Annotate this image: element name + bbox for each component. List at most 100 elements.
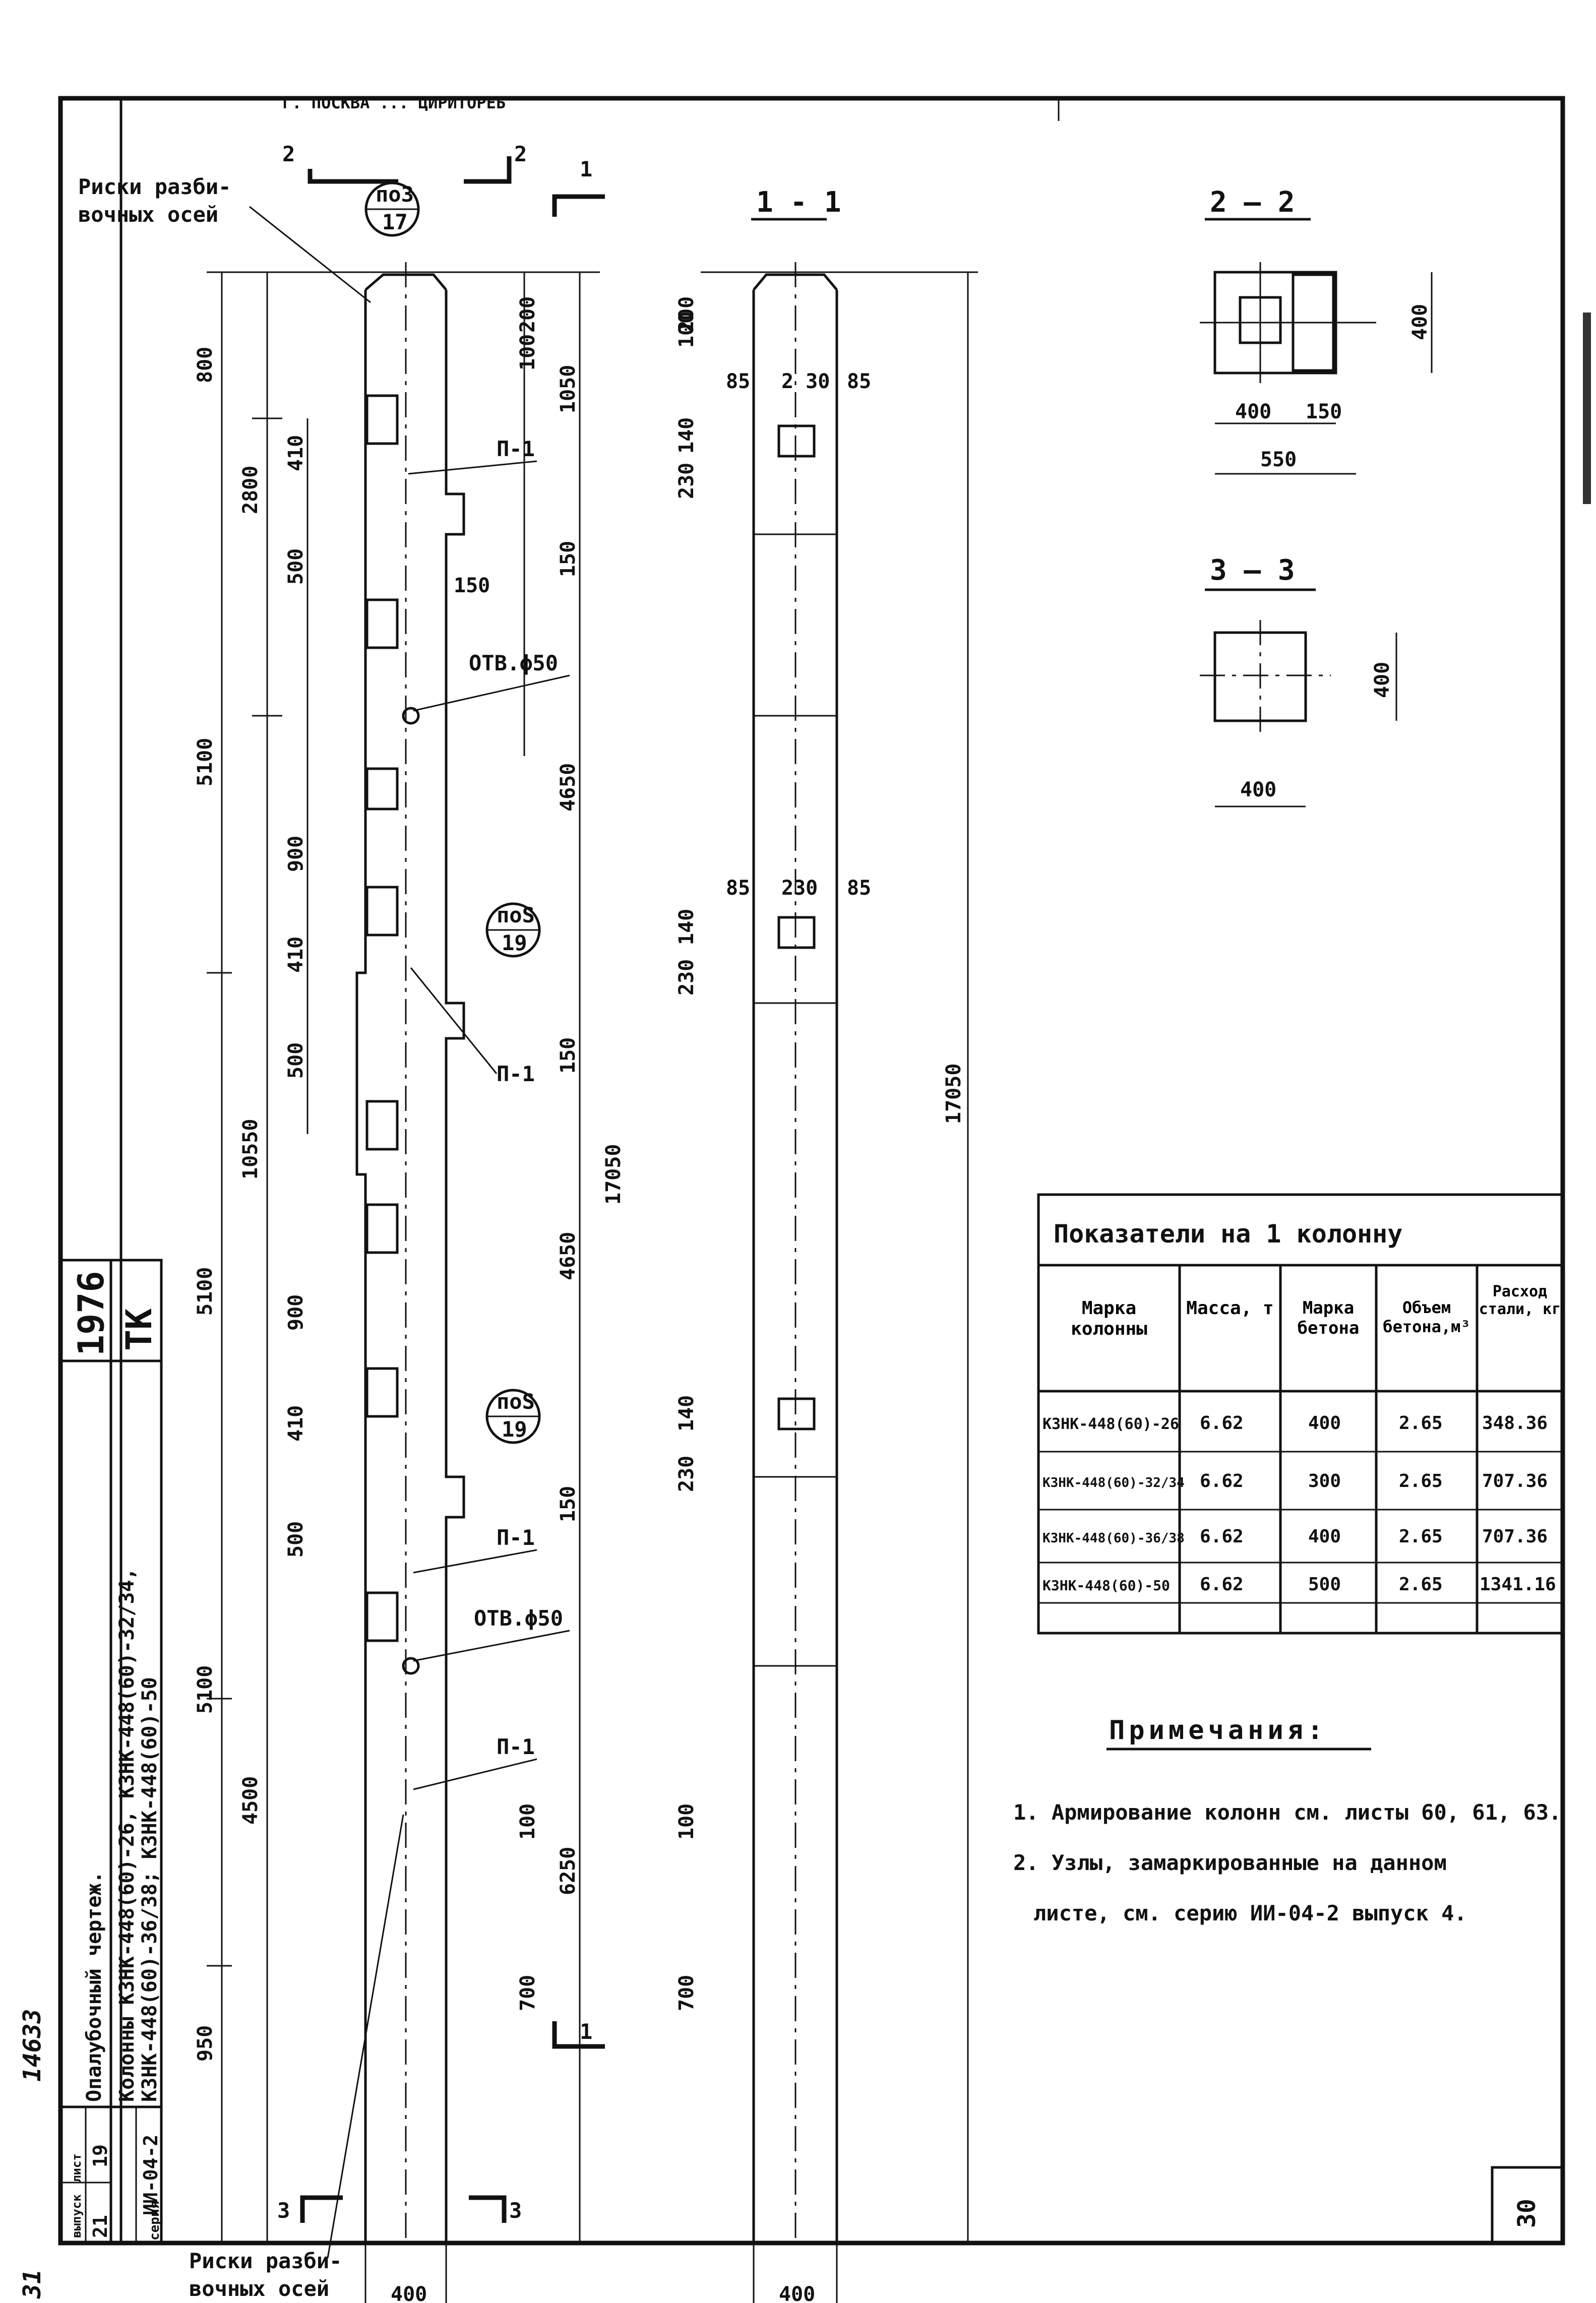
title-sheet-label: лист [70, 2153, 84, 2183]
dim-100-c: 100 [675, 1803, 698, 1840]
dim-85-a: 85 [726, 370, 750, 393]
dim-900-b: 900 [284, 1294, 308, 1331]
archive-number: 14633 [18, 2009, 46, 2082]
dim-500-a: 500 [284, 548, 308, 585]
dim-150-a: 150 [557, 541, 580, 577]
node-ref-5b [485, 1389, 541, 1444]
dim-400-s2-h: 400 [1408, 304, 1432, 340]
scan-edge-mark [1583, 313, 1591, 504]
table-title: Показатели на 1 колонну [1054, 1219, 1402, 1249]
cut-2-left: 2 [282, 142, 295, 166]
title-line-2: КЗНК-448(60)-36/38; КЗНК-448(60)-50 [138, 1677, 161, 2102]
title-issue: 19 [89, 2144, 111, 2167]
label-p1-c: П-1 [497, 1525, 535, 1550]
dim-6250: 6250 [557, 1847, 580, 1895]
cell-r1-grade: 400 [1308, 1413, 1341, 1434]
dim-150-c: 150 [557, 1037, 580, 1074]
cell-r2-volume: 2.65 [1399, 1471, 1443, 1491]
th-steel: Расход стали, кг [1479, 1283, 1561, 1318]
dim-17050-b: 17050 [942, 1064, 965, 1124]
dim-100-s: 100 [675, 312, 698, 348]
dim-150-s2: 150 [1306, 400, 1342, 423]
cut-1-top: 1 [580, 157, 592, 181]
dim-230-a: 2 30 [781, 370, 830, 393]
dim-400-s2-w: 400 [1235, 400, 1271, 423]
th-steel-wrap: Расход стали, кг [1479, 1283, 1561, 1318]
dim-500-b: 500 [284, 1042, 308, 1079]
node-ref-5b-bottom: 19 [502, 1417, 527, 1442]
dim-140-b: 140 [675, 909, 698, 945]
dim-400-s3-w: 400 [1240, 778, 1276, 801]
dim-400-sec1: 400 [779, 2283, 815, 2303]
cut-markers: 2 2 1 1 3 3 [277, 142, 605, 2223]
dim-4500: 4500 [239, 1776, 262, 1825]
dim-500-c: 500 [284, 1521, 308, 1558]
dim-400-elev: 400 [391, 2283, 427, 2303]
dim-5100-a: 5100 [194, 738, 217, 786]
note-2: 2. Узлы, замаркированные на данном [1013, 1850, 1447, 1875]
th-concrete-grade: Марка бетона [1297, 1298, 1360, 1338]
dim-410-c: 410 [284, 1405, 308, 1442]
dim-10550: 10550 [239, 1119, 262, 1179]
cell-r3-mark: КЗНК-448(60)-36/38 [1042, 1531, 1185, 1546]
title-sheet-no: 21 [89, 2215, 111, 2238]
dim-150-b: 150 [454, 574, 490, 597]
dim-700-b: 700 [675, 1975, 698, 2011]
dim-100-a: 100 [516, 334, 539, 370]
dim-4650-b: 4650 [557, 1232, 580, 1280]
th-concrete-volume: Объем бетона,м³ [1383, 1298, 1470, 1336]
label-p1-d: П-1 [497, 1734, 535, 1759]
dim-4650-a: 4650 [557, 763, 580, 812]
dim-410-a: 410 [284, 435, 308, 471]
title-org: ТК [118, 1309, 160, 1351]
cell-r2-grade: 300 [1308, 1471, 1341, 1491]
cut-3-left: 3 [277, 2198, 290, 2223]
dim-1050: 1050 [557, 365, 580, 413]
indicators-table: Показатели на 1 колонну Марка колонны Ма… [1037, 1193, 1564, 1635]
axis-marks-label-bottom-2: вочных осей [189, 2276, 329, 2301]
dim-200-s: 200 [675, 296, 698, 333]
label-hole-1: ОТВ.ϕ50 [469, 651, 558, 675]
note-1: 1. Армирование колонн см. листы 60, 61, … [1013, 1800, 1561, 1825]
section-3-3: 3 — 3 400 400 [1200, 554, 1397, 807]
node-ref-3-bottom: 17 [382, 210, 408, 234]
page-number-right: 30 [1513, 2199, 1541, 2228]
dim-700-a: 700 [516, 1975, 539, 2011]
cell-r3-volume: 2.65 [1399, 1526, 1443, 1547]
section-2-2-title: 2 — 2 [1210, 186, 1295, 219]
dim-5100-b: 5100 [194, 1267, 217, 1316]
note-3: листе, см. серию ИИ-04-2 выпуск 4. [1033, 1901, 1467, 1925]
dim-900-a: 900 [284, 836, 308, 872]
cut-2-right: 2 [514, 142, 527, 166]
dim-230-c: 230 [781, 877, 818, 900]
title-series: ИИ-04-2 [140, 2135, 162, 2215]
dim-140-c: 140 [675, 1395, 698, 1431]
label-hole-2: ОТВ.ϕ50 [474, 1606, 563, 1631]
dim-230-e: 230 [675, 1456, 698, 1492]
cell-r1-steel: 348.36 [1482, 1413, 1548, 1434]
axis-marks-label-top-2: вочных осей [78, 202, 218, 227]
cut-1-bottom: 1 [580, 2019, 592, 2044]
dim-2800: 2800 [239, 466, 262, 514]
cell-r3-grade: 400 [1308, 1526, 1341, 1547]
notes-title: Примечания: [1109, 1715, 1327, 1746]
cell-r1-mass: 6.62 [1200, 1413, 1244, 1434]
page-number-box [1491, 2166, 1564, 2245]
section-1-1-title: 1 - 1 [756, 186, 841, 219]
elevation-dimensions: 800 2800 5100 10550 5100 5100 4500 950 4… [194, 271, 625, 2303]
cell-r4-mass: 6.62 [1200, 1574, 1244, 1595]
cell-r4-mark: КЗНК-448(60)-50 [1042, 1577, 1170, 1594]
cell-r2-mass: 6.62 [1200, 1471, 1244, 1491]
node-ref-3-top: поЗ [376, 182, 414, 207]
dim-230-d: 230 [675, 959, 698, 995]
page-number-left: 31 [18, 2269, 46, 2299]
node-ref-5a-bottom: 19 [502, 930, 527, 955]
axis-marks-label-top-1: Риски разби- [78, 174, 231, 199]
dim-550-s2: 550 [1260, 448, 1297, 471]
dim-200: 200 [516, 296, 539, 333]
title-year: 1976 [71, 1271, 112, 1356]
cell-r4-grade: 500 [1308, 1574, 1341, 1595]
dim-140-a: 140 [675, 417, 698, 454]
th-volume-wrap: Объем бетона,м³ [1383, 1298, 1470, 1336]
